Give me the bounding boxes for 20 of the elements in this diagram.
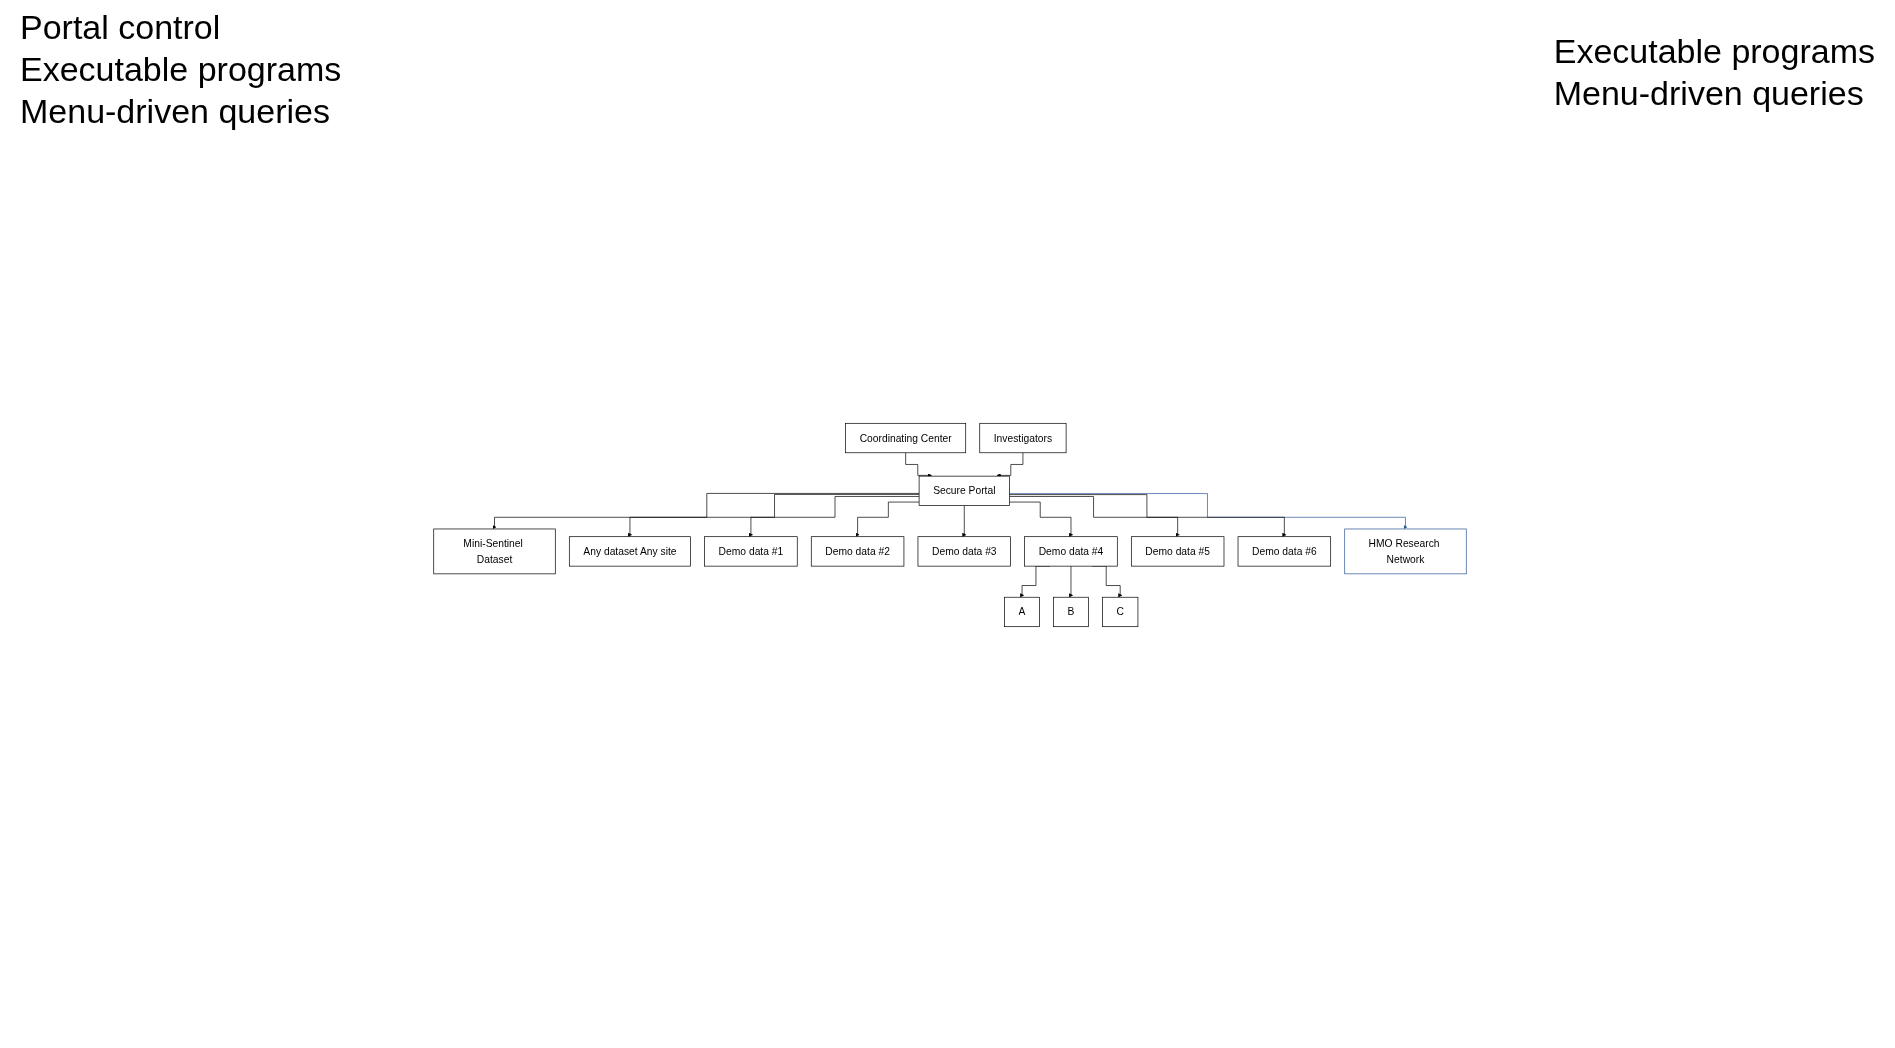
note-text: Executable programs	[1553, 31, 1875, 72]
note-text: Menu-driven queries	[20, 91, 331, 132]
note-text: Portal control	[20, 7, 222, 48]
node-box: Investigators	[979, 422, 1067, 454]
node-box: Secure Portal	[918, 475, 1010, 506]
node-box: Demo data #6	[1237, 536, 1332, 567]
node-box: Coordinating Center	[845, 422, 967, 454]
note-text: Executable programs	[20, 49, 342, 90]
node-box: Mini-Sentinel Dataset	[433, 528, 556, 575]
node-box: C	[1102, 596, 1139, 628]
node-box: Demo data #1	[704, 536, 798, 567]
note-text: Menu-driven queries	[1553, 73, 1865, 114]
node-box: Demo data #3	[917, 536, 1011, 567]
node-box: Demo data #5	[1131, 536, 1225, 567]
node-box: Demo data #4	[1024, 536, 1118, 567]
node-box: B	[1053, 596, 1089, 628]
node-box: A	[1004, 596, 1040, 628]
node-box: HMO Research Network	[1344, 528, 1467, 575]
node-box: Demo data #2	[810, 536, 905, 567]
node-box: Any dataset Any site	[568, 536, 691, 567]
